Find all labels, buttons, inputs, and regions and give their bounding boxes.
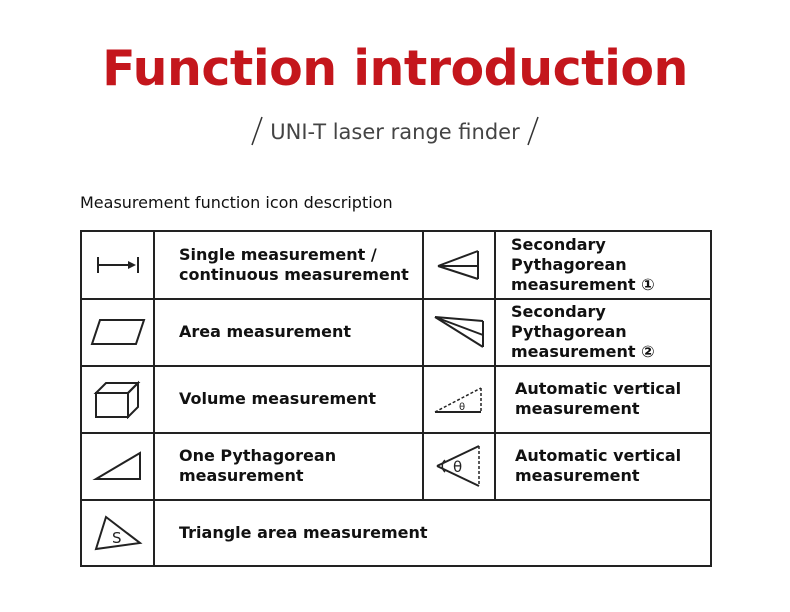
- function-label-volume: Volume measurement: [179, 366, 419, 432]
- label-line: Secondary Pythagorean: [511, 235, 627, 274]
- label-line: measurement ①: [511, 275, 655, 294]
- label-line: measurement: [515, 399, 640, 418]
- page-subtitle: UNI-T laser range finder: [0, 116, 790, 146]
- row-divider: [82, 298, 710, 300]
- angle-symbol: θ: [453, 458, 462, 476]
- function-label-single-continuous: Single measurement /continuous measureme…: [179, 232, 419, 298]
- row-divider: [82, 432, 710, 434]
- triangle-area-letter: S: [112, 529, 122, 547]
- row-divider: [82, 499, 710, 501]
- label-line: measurement: [179, 466, 304, 485]
- label-line: measurement: [515, 466, 640, 485]
- volume-measurement-icon: [82, 366, 153, 432]
- column-divider: [153, 232, 155, 565]
- function-table: Single measurement /continuous measureme…: [80, 230, 712, 567]
- label-line: continuous measurement: [179, 265, 409, 284]
- left-slash-icon: [251, 116, 263, 146]
- secondary-pythagorean-1-icon: [424, 232, 494, 298]
- label-line: measurement ②: [511, 342, 655, 361]
- single-continuous-measurement-icon: [82, 232, 153, 298]
- secondary-pythagorean-2-icon: [424, 299, 494, 365]
- label-line: Volume measurement: [179, 389, 377, 408]
- label-line: Single measurement /: [179, 245, 377, 264]
- label-line: Automatic vertical: [515, 446, 682, 465]
- page-title: Function introduction: [102, 40, 688, 97]
- row-divider: [82, 365, 710, 367]
- automatic-vertical-icon: θ: [424, 366, 494, 432]
- label-line: One Pythagorean: [179, 446, 337, 465]
- triangle-area-icon: S: [82, 500, 153, 565]
- one-pythagorean-icon: [82, 433, 153, 499]
- automatic-vertical-2-icon: θ: [424, 433, 494, 499]
- label-line: Secondary Pythagorean: [511, 302, 627, 341]
- area-measurement-icon: [82, 299, 153, 365]
- label-line: Automatic vertical: [515, 379, 682, 398]
- right-slash-icon: [527, 116, 539, 146]
- function-label-triangle-area: Triangle area measurement: [179, 500, 539, 565]
- angle-symbol: θ: [459, 402, 465, 413]
- section-heading: Measurement function icon description: [80, 193, 393, 212]
- subtitle-text: UNI-T laser range finder: [270, 120, 520, 144]
- function-label-area: Area measurement: [179, 299, 419, 365]
- label-line: Area measurement: [179, 322, 352, 341]
- label-line: Triangle area measurement: [179, 522, 428, 542]
